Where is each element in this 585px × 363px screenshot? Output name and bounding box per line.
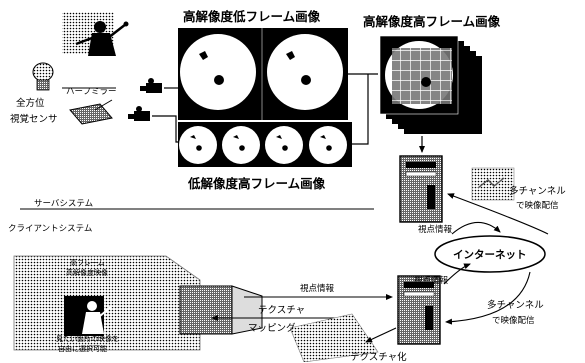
internet-ellipse [434,235,546,273]
label-multichannel-upper-1: 多チャンネル [509,186,566,197]
label-multichannel-upper-2: で映像配信 [516,201,559,211]
texture-patch [289,313,379,362]
half-mirror-icon [62,87,116,125]
client-user-icon [82,301,113,334]
low-res-high-frame-panel [178,122,352,167]
viewpoint-lower-arrow [443,263,471,285]
multichannel-lower-arrow [445,271,531,325]
label-viewpoint-center: 視点情報 [300,284,335,294]
label-viewpoint-lower: 視点情報 [414,276,449,286]
high-res-high-frame-stack [379,35,482,134]
camera-lower-icon [128,106,150,121]
label-visual-sensor: 視覚センサ [10,114,58,125]
label-screen-high-res: 高解像度映像 [66,269,108,277]
label-texturize: テクスチャ化 [350,352,407,363]
label-internet: インターネット [453,249,527,261]
label-server-system: サーバシステム [34,199,94,209]
title-high-res-high-frame: 高解像度高フレーム画像 [363,14,501,29]
label-screen-high-frame: 高フレーム [70,259,105,267]
camera-lower-line [152,115,178,143]
label-screen-select-1: 見たい箇所の映像を [56,335,119,343]
label-screen-select-2: 自由に選択可能 [58,345,107,353]
upper-server-icon [399,155,443,223]
label-viewpoint-upper: 視点情報 [418,225,453,235]
label-mapping: マッピング [248,323,296,334]
multichannel-upper-arrow [447,193,549,235]
texturize-arrow [365,327,397,343]
half-mirror-pointer [94,99,113,111]
label-texture: テクスチャ [258,305,306,316]
camera-upper-icon [140,78,162,93]
label-omni: 全方位 [16,98,45,109]
merge-line-lower [352,74,369,145]
high-res-low-frame-panel [178,28,348,120]
label-client-system: クライアントシステム [8,224,93,234]
title-high-res-low-frame: 高解像度低フレーム画像 [183,9,321,24]
omni-sensor-icon [32,62,54,91]
label-multichannel-lower-1: 多チャンネル [487,300,544,311]
halftone-thumbnail-upper [471,167,515,201]
conductor-icon [62,12,129,56]
label-multichannel-lower-2: で映像配信 [492,316,535,326]
display-monitors-icon [179,285,263,335]
label-half-mirror: ハーフミラー [66,87,117,97]
viewpoint-upper-arrow [451,221,501,235]
lower-server-icon [397,275,441,345]
title-low-res-high-frame: 低解像度高フレーム画像 [188,176,326,191]
